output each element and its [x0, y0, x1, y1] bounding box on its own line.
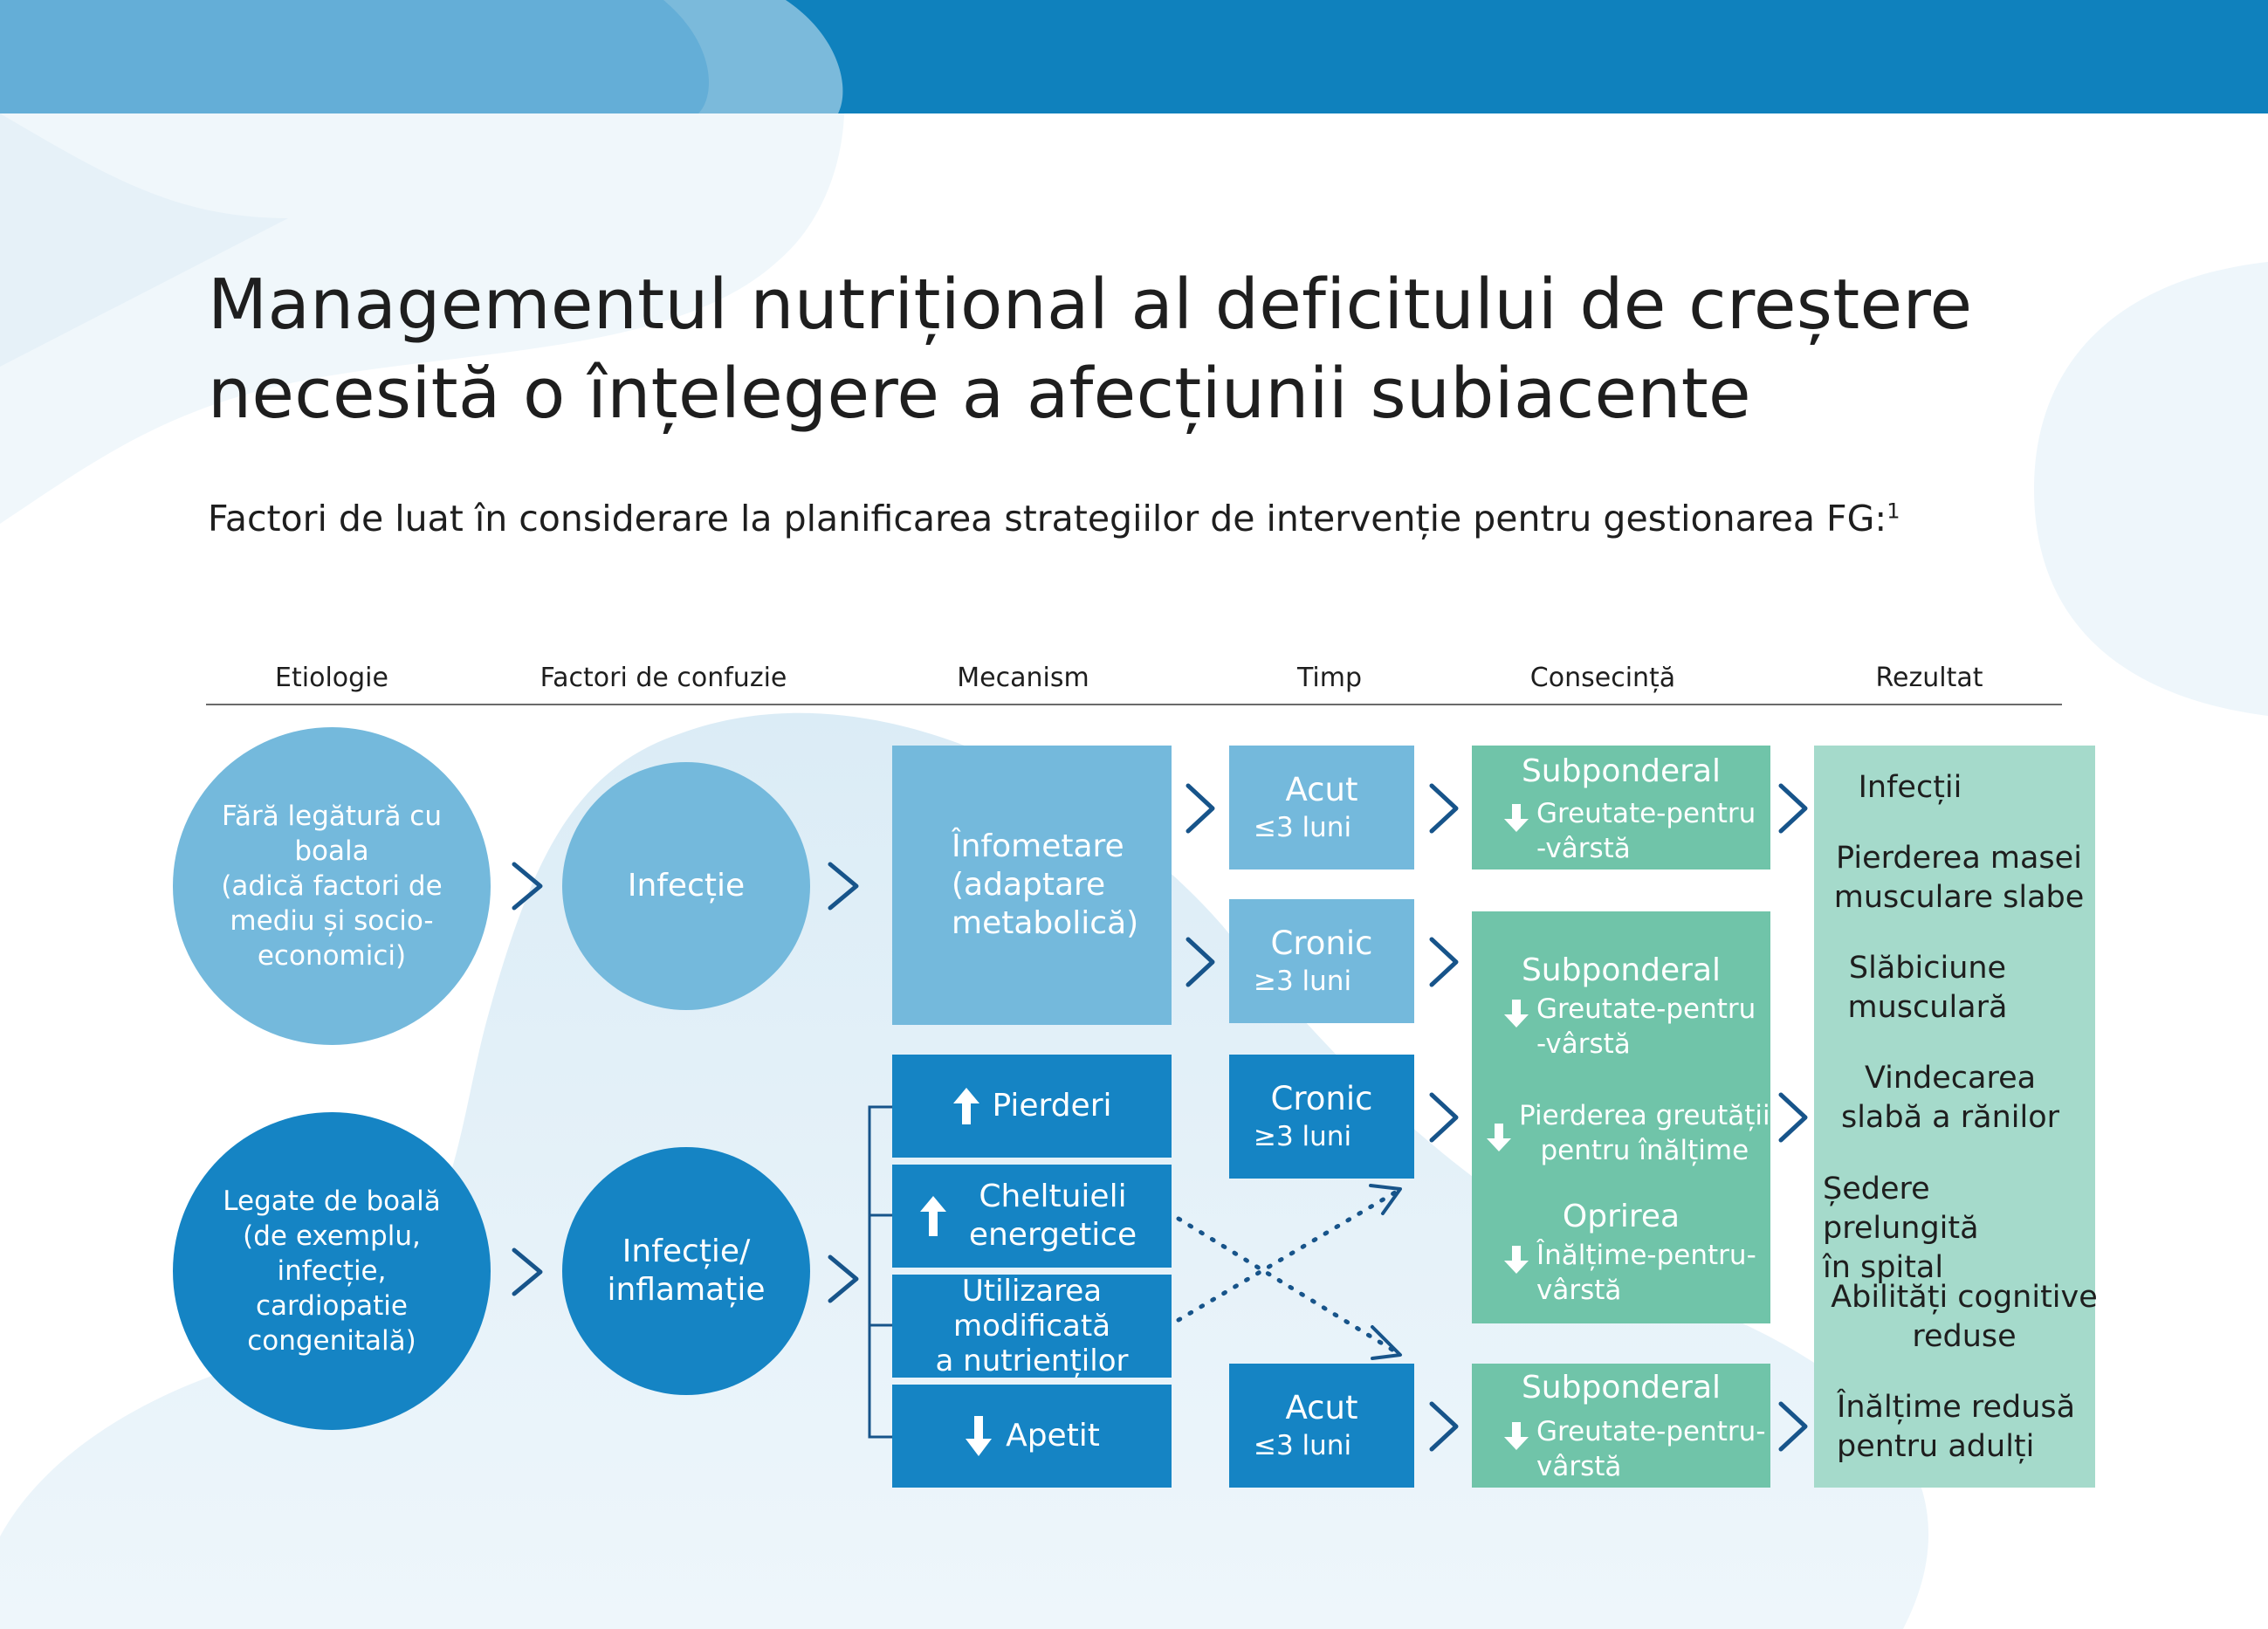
arrow-up-icon — [953, 1088, 980, 1124]
time-chronic-label: Cronic — [1270, 1080, 1373, 1117]
bracket-connector — [868, 1105, 892, 1439]
mechanism-starvation-box: Înfometare (adaptare metabolică) — [892, 746, 1172, 1025]
header-divider — [206, 704, 2062, 705]
chevron-right-icon — [1778, 1092, 1808, 1143]
time-chronic-range: ≥3 luni — [1254, 966, 1352, 997]
time-chronic-top-box: Cronic ≥3 luni — [1229, 899, 1414, 1023]
consequence-top-box: Subponderal Greutate-pentru -vârstă — [1472, 746, 1770, 869]
mechanism-nutrients-box: Utilizarea modificată a nutrienților — [892, 1274, 1172, 1378]
time-chronic-label: Cronic — [1270, 924, 1373, 962]
time-acute-top-box: Acut ≤3 luni — [1229, 746, 1414, 869]
page-title: Managementul nutrițional al deficitului … — [208, 265, 1973, 434]
chevron-right-icon — [1778, 1401, 1808, 1452]
time-acute-bottom-box: Acut ≤3 luni — [1229, 1364, 1414, 1488]
result-item: Înălțime redusă pentru adulți — [1837, 1390, 2076, 1464]
etiology-non-disease-circle: Fără legătură cu boala (adică factori de… — [173, 727, 491, 1045]
result-item: Pierderea masei musculare slabe — [1833, 841, 2085, 915]
arrow-down-icon — [966, 1416, 993, 1456]
chevron-right-icon — [1186, 937, 1215, 987]
subtitle-footnote: 1 — [1887, 498, 1900, 524]
consequence-bottom-box: Subponderal Greutate-pentru- vârstă — [1472, 1364, 1770, 1488]
mechanism-losses-label: Pierderi — [992, 1088, 1112, 1124]
dotted-arrow-icon — [1176, 1216, 1398, 1354]
mechanism-losses-box: Pierderi — [892, 1055, 1172, 1158]
chevron-right-icon — [1429, 937, 1459, 987]
arrow-down-icon — [1504, 804, 1529, 832]
page-subtitle: Factori de luat în considerare la planif… — [208, 494, 2216, 543]
chevron-right-icon — [1186, 783, 1215, 834]
time-acute-label: Acut — [1285, 771, 1358, 808]
consequence-title: Subponderal — [1521, 952, 1722, 988]
mechanism-energy-label: Cheltuieli energetice — [968, 1179, 1137, 1253]
header-time: Timp — [1296, 663, 1362, 693]
chevron-right-icon — [1429, 1092, 1459, 1143]
consequence-line: Înălțime-pentru- vârstă — [1536, 1240, 1756, 1306]
consequence-line: Greutate-pentru -vârstă — [1536, 798, 1756, 864]
mechanism-appetite-label: Apetit — [1006, 1418, 1100, 1454]
consequence-line: Greutate-pentru- vârstă — [1536, 1416, 1766, 1482]
arrow-down-icon — [1487, 1124, 1511, 1151]
arrow-down-icon — [1504, 1422, 1529, 1450]
result-box — [1814, 746, 2095, 1488]
dotted-arrow-head — [1371, 1325, 1402, 1360]
mechanism-nutrients-label: Utilizarea modificată a nutrienților — [935, 1274, 1129, 1378]
consequence-middle-box: Subponderal Greutate-pentru -vârstă Pier… — [1472, 911, 1770, 1323]
result-item: Vindecarea slabă a rănilor — [1840, 1061, 2060, 1135]
result-item: Ședere prelungită în spital — [1823, 1172, 1979, 1285]
chevron-right-icon — [1778, 783, 1808, 834]
arrow-down-icon — [1504, 1000, 1529, 1028]
arrow-down-icon — [1504, 1246, 1529, 1274]
arrow-up-icon — [919, 1196, 946, 1236]
result-item: Slăbiciune musculară — [1847, 951, 2008, 1025]
chevron-right-icon — [512, 1248, 543, 1296]
consequence-line: Pierderea greutății pentru înălțime — [1519, 1100, 1770, 1166]
time-chronic-bottom-box: Cronic ≥3 luni — [1229, 1055, 1414, 1179]
etiology-disease-circle: Legate de boală (de exemplu, infecție, c… — [173, 1112, 491, 1430]
result-item: Abilități cognitive reduse — [1831, 1280, 2098, 1354]
confounder-infection-circle: Infecție — [562, 762, 810, 1010]
confounder-infection-inflammation-circle: Infecție/ inflamație — [562, 1147, 810, 1395]
chevron-right-icon — [1429, 783, 1459, 834]
chevron-right-icon — [1429, 1401, 1459, 1452]
consequence-line: Greutate-pentru -vârstă — [1536, 993, 1756, 1060]
consequence-title: Subponderal — [1521, 1370, 1722, 1406]
time-acute-label: Acut — [1285, 1389, 1358, 1426]
chevron-right-icon — [828, 1254, 859, 1303]
header-confounders: Factori de confuzie — [540, 663, 787, 693]
header-mechanism: Mecanism — [957, 663, 1089, 693]
header-etiology: Etiologie — [275, 663, 388, 693]
header-result: Rezultat — [1875, 663, 1983, 693]
mechanism-appetite-box: Apetit — [892, 1385, 1172, 1488]
time-acute-range: ≤3 luni — [1254, 1430, 1352, 1461]
dotted-arrow-icon — [1176, 1190, 1398, 1323]
consequence-title: Oprirea — [1562, 1199, 1680, 1234]
time-chronic-range: ≥3 luni — [1254, 1121, 1352, 1152]
header-consequence: Consecință — [1529, 663, 1676, 693]
mechanism-energy-box: Cheltuieli energetice — [892, 1165, 1172, 1268]
time-acute-range: ≤3 luni — [1254, 812, 1352, 843]
dotted-arrow-head — [1369, 1184, 1402, 1215]
subtitle-text: Factori de luat în considerare la planif… — [208, 498, 1887, 540]
consequence-title: Subponderal — [1521, 753, 1722, 789]
chevron-right-icon — [512, 862, 543, 911]
chevron-right-icon — [828, 862, 859, 911]
result-item: Infecții — [1858, 770, 1962, 805]
